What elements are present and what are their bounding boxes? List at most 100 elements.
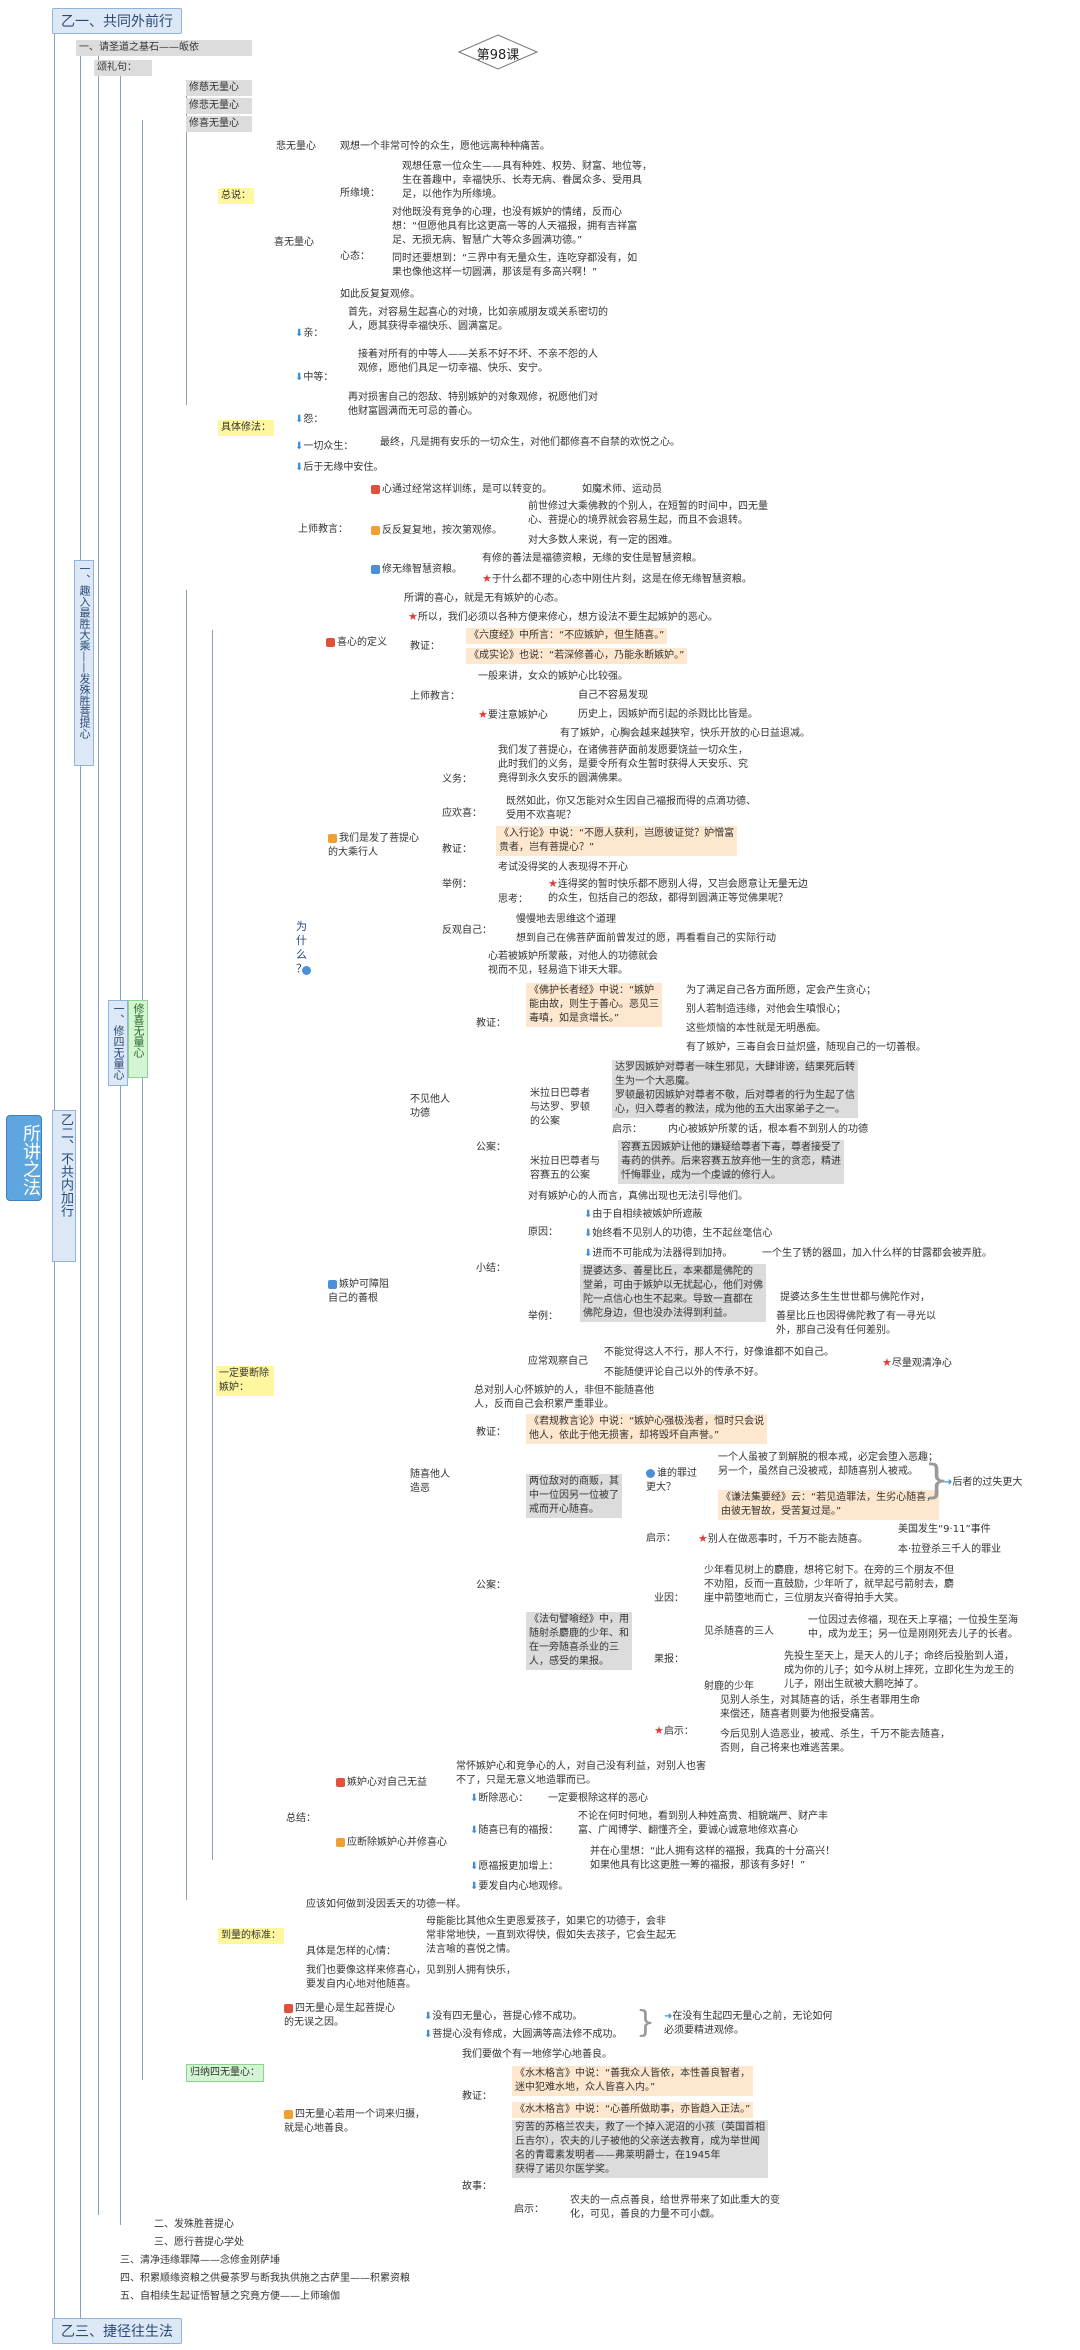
top-node-3[interactable]: 乙三、捷径往生法 — [52, 2318, 182, 2344]
top-node-2[interactable]: 乙二、不共内加行 — [52, 1110, 76, 1262]
gn-b-text: 四无量心若用一个词来归摄， 就是心地善良。 — [284, 2109, 425, 2134]
jd-jl2: 提婆达多生生世世都与佛陀作对， — [780, 1292, 930, 1303]
jt-key-2[interactable]: ⬇中等： — [292, 370, 336, 386]
chapter-summary[interactable]: 归纳四无量心： — [186, 2064, 264, 2082]
jd-sqs4-text: 启示： — [663, 1726, 694, 1737]
down-arrow-icon: ⬇ — [470, 1793, 479, 1804]
jd-sqs2: 美国发生“9·11”事件 — [898, 1524, 991, 1535]
xx-s5: 有了嫉妒，心胸会越来越狭窄，快乐开放的心日益退减。 — [560, 728, 810, 739]
down-arrow-icon: ⬇ — [424, 2029, 433, 2040]
refuge-node[interactable]: 一、请圣道之基石——皈依 — [76, 40, 252, 56]
chapter-method[interactable]: 具体修法： — [218, 420, 274, 436]
down-arrow-icon: ⬇ — [470, 1861, 479, 1872]
jt-key-5[interactable]: ⬇后于无缘中安住。 — [292, 460, 386, 476]
zs-val-5: 如此反复复观修。 — [340, 289, 420, 300]
root-title: 所讲之法 — [20, 1124, 41, 1196]
jd-yy1: ⬇由于自相续被嫉妒所遮蔽 — [584, 1208, 702, 1222]
jd-jl: 举例： — [528, 1311, 558, 1322]
jd-sqs6: 今后见别人造恶业，被戒、杀生，千万不能去随喜， 否则，自己将来也难逃苦果。 — [720, 1729, 950, 1754]
jd-sga1: 两位敌对的商贩，其 中一位因另一位被了 戒而开心随喜。 — [526, 1474, 622, 1518]
jt-key-3[interactable]: ⬇怨： — [292, 412, 326, 428]
sj-label: 上师教言： — [298, 524, 348, 535]
gn-b[interactable]: 四无量心若用一个词来归摄， 就是心地善良。 — [284, 2108, 425, 2136]
jd-gc3: ★尽量观清净心 — [882, 1356, 952, 1371]
gn-a3-text: 在没有生起四无量心之前，无论如何 必须要精进观修。 — [664, 2011, 833, 2036]
zj-b3: ⬇愿福报更加增上： — [470, 1860, 558, 1874]
right-arrow-icon: ➜ — [664, 2011, 673, 2022]
badge-2-icon — [336, 1837, 345, 1847]
four-immeasurable-node[interactable]: 一、修四无量心 — [108, 1000, 128, 1086]
jd-ga2: 米拉日巴尊者与 容赛五的公案 — [530, 1156, 600, 1181]
xx-b: ★所以，我们必须以各种方便来修心，想方设法不要生起嫉妒的恶心。 — [408, 610, 718, 625]
praise-node[interactable]: 颂礼句： — [94, 60, 152, 76]
fp-title[interactable]: 我们是发了菩提心 的大乘行人 — [328, 832, 419, 860]
fp-fx2: 想到自己在佛菩萨面前曾发过的愿，再看看自己的实际行动 — [516, 933, 776, 944]
down-arrow-icon: ⬇ — [295, 441, 304, 452]
down-arrow-icon: ⬇ — [584, 1248, 593, 1259]
jd-fy: 《法句譬喻经》中，用 随射杀麝鹿的少年、和 在一旁随喜杀业的三 人，感受的果报。 — [526, 1612, 632, 1670]
zj-title: 总结： — [286, 1813, 316, 1824]
zj-a[interactable]: 嫉妒心对自己无益 — [336, 1776, 427, 1790]
gn-a[interactable]: 四无量心是生起菩提心 的无误之因。 — [284, 2002, 395, 2030]
sj-c-text: 修无缘智慧资粮。 — [382, 564, 462, 575]
four-item-1[interactable]: 修慈无量心 — [186, 80, 252, 96]
xx-title[interactable]: 喜心的定义 — [326, 636, 387, 650]
zj-b2a: 不论在何时何地，看到别人种姓高贵、相貌端严、财产丰 富、广闻博学、翻懂齐全，要诚… — [578, 1811, 828, 1836]
jd-title[interactable]: 嫉妒可障阻 自己的善根 — [328, 1278, 389, 1306]
chapter-standard[interactable]: 到量的标准： — [218, 1928, 284, 1944]
lesson-diamond-shape — [457, 34, 539, 70]
b1-item-2[interactable]: 二、发殊胜菩提心 — [154, 2219, 234, 2230]
fp-jl1: 考试没得奖的人表现得不开心 — [498, 862, 628, 873]
zs-key-6: 喜无量心 — [274, 237, 314, 248]
gn-a2-text: 菩提心没有修成，大圆满等高法修不成功。 — [432, 2029, 623, 2040]
sj-c3: ★于什么都不理的心态中刚住片刻，这是在修无缘智慧资粮。 — [482, 572, 752, 587]
info-dot-icon — [646, 1468, 655, 1478]
b1-item-5[interactable]: 四、积累顺缘资粮之供曼茶罗与断我执供施之古萨里——积累资粮 — [120, 2273, 410, 2284]
fp-yh: 应欢喜： — [442, 808, 482, 819]
star-icon: ★ — [482, 572, 492, 585]
badge-2-icon — [328, 833, 337, 843]
zj-b-text: 应断除嫉妒心并修喜心 — [347, 1837, 447, 1848]
sj-b3: 对大多数人来说，有一定的困难。 — [528, 535, 678, 546]
root-node[interactable]: 所讲之法 — [6, 1115, 42, 1201]
chapter-general[interactable]: 总说： — [218, 188, 254, 204]
down-arrow-icon: ⬇ — [584, 1209, 593, 1220]
jt-key-4[interactable]: ⬇一切众生： — [292, 439, 356, 455]
zj-b[interactable]: 应断除嫉妒心并修喜心 — [336, 1836, 447, 1850]
b1-item-4[interactable]: 三、清净违缘罪障——念修金刚萨埵 — [120, 2255, 280, 2266]
chapter-envy[interactable]: 一定要断除嫉妒： — [216, 1366, 274, 1396]
bodhicitta-node[interactable]: 一、趣入最胜大乘——发殊胜菩提心 — [74, 560, 94, 766]
zj-b4: ⬇要发自内心地观修。 — [470, 1880, 568, 1894]
sj-a[interactable]: 心通过经常这样训练，是可以转变的。 — [368, 482, 555, 498]
top-node-1[interactable]: 乙一、共同外前行 — [52, 8, 182, 34]
gn-a2: ⬇菩提心没有修成，大圆满等高法修不成功。 — [424, 2028, 622, 2042]
badge-1-icon — [326, 637, 335, 647]
sj-b[interactable]: 反反复复地，按次第观修。 — [368, 523, 505, 539]
branch-line-d — [120, 75, 121, 2225]
sj-c[interactable]: 修无缘智慧资粮。 — [368, 562, 465, 578]
jt-key-3-label: 怨： — [303, 414, 324, 425]
jt-key-1-label: 亲： — [303, 328, 324, 339]
current-topic-node[interactable]: 修喜无量心 — [128, 1000, 148, 1078]
jt-key-1[interactable]: ⬇亲： — [292, 326, 326, 342]
jd-sqs: 启示： — [646, 1533, 676, 1544]
b1-item-6[interactable]: 五、自相续生起证悟智慧之究竟方便——上师瑜伽 — [120, 2291, 340, 2302]
xx-sj: 上师教言： — [410, 691, 460, 702]
b1-item-3[interactable]: 三、愿行菩提心学处 — [154, 2237, 244, 2248]
jd-yy3-text: 进而不可能成为法器得到加持。 — [592, 1248, 733, 1259]
why-label[interactable]: 为 什 么 ？ — [296, 920, 307, 975]
jt-val-4: 最终，凡是拥有安乐的一切众生，对他们都修喜不自禁的欢悦之心。 — [380, 437, 680, 448]
star-icon: ★ — [548, 877, 558, 890]
zs-val-1: 观想一个非常可怜的众生，愿他远离种种痛苦。 — [340, 141, 550, 152]
fp-yh1: 既然如此，你又怎能对众生因自己福报而得的点滴功德、 受用不欢喜呢？ — [506, 796, 756, 821]
sj-b2: 前世修过大乘佛教的个别人，在短暂的时间中，四无量 心、菩提心的境界就会容易生起，… — [528, 501, 768, 526]
jt-val-3: 再对损害自己的怨敌、特别嫉妒的对象观修，祝愿他们对 他财富圆满而无可忌的善心。 — [348, 392, 598, 417]
jd-ga2a: 容赛五因嫉妒让他的嫌疑给尊者下毒，尊者接受了 毒药的供养。后来容赛五放弃他一生的… — [618, 1140, 844, 1184]
four-item-2[interactable]: 修悲无量心 — [186, 98, 252, 114]
four-item-3[interactable]: 修喜无量心 — [186, 116, 252, 132]
jd-yy: 原因： — [528, 1227, 558, 1238]
branch-line-f — [186, 95, 187, 405]
jd-gb1: 见杀随喜的三人 — [704, 1626, 774, 1637]
zs-val-4: 同时还要想到：“三界中有无量众生，连吃穿都没有，如 果也像他这样一切圆满，那该是… — [392, 253, 638, 278]
jd-sga3: 一个人虽被了到解脱的根本戒，必定会堕入恶趣； 另一个，虽然自己没被戒，却随喜别人… — [718, 1452, 938, 1477]
